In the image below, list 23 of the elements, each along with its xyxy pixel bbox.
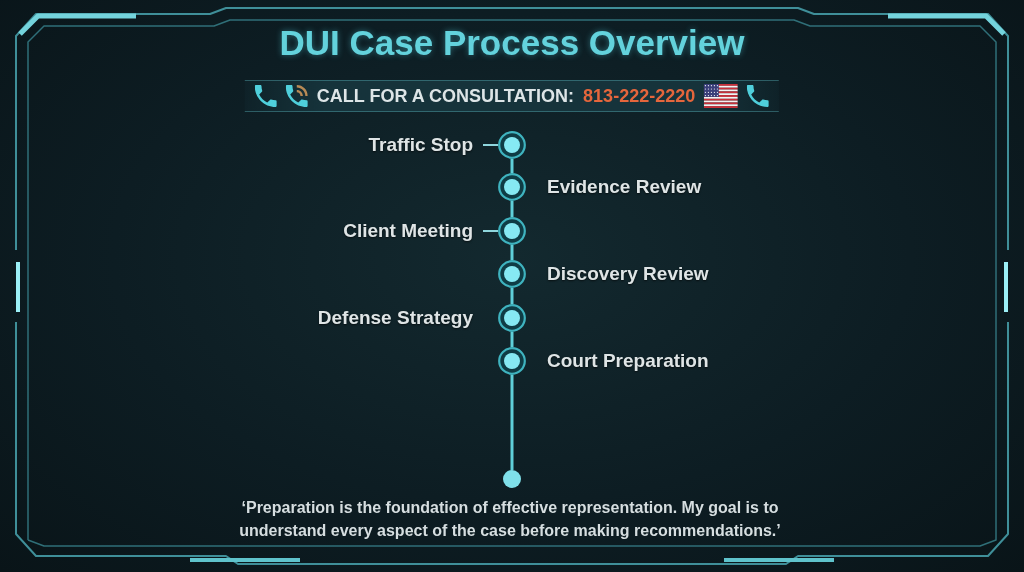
phone-number: 813-222-2220 bbox=[583, 85, 696, 107]
step-label: Defense Strategy bbox=[317, 306, 473, 330]
title: DUI Case Process Overview bbox=[279, 22, 745, 64]
timeline-dot bbox=[498, 131, 526, 159]
timeline-dot bbox=[498, 304, 526, 332]
banner-text: CALL FOR A CONSULTATION: bbox=[316, 85, 575, 107]
timeline-line bbox=[510, 201, 514, 217]
timeline-line bbox=[510, 332, 514, 347]
step-label: Client Meeting bbox=[343, 219, 473, 243]
step-label: Discovery Review bbox=[547, 262, 709, 286]
step-label: Traffic Stop bbox=[368, 133, 473, 157]
timeline-line bbox=[510, 245, 514, 260]
timeline-dot bbox=[498, 173, 526, 201]
timeline-line bbox=[510, 159, 514, 173]
timeline-dot bbox=[498, 217, 526, 245]
step-label: Evidence Review bbox=[547, 175, 702, 199]
timeline-dot bbox=[498, 347, 526, 375]
quote-text: ‘Preparation is the foundation of effective representation. My goal is to understand every aspect of the case before making recommendations.’ bbox=[238, 498, 782, 541]
timeline-line bbox=[510, 288, 514, 304]
timeline-line bbox=[510, 375, 514, 470]
step-label: Court Preparation bbox=[547, 349, 709, 373]
timeline-end-dot bbox=[503, 470, 521, 488]
timeline-dot bbox=[498, 260, 526, 288]
